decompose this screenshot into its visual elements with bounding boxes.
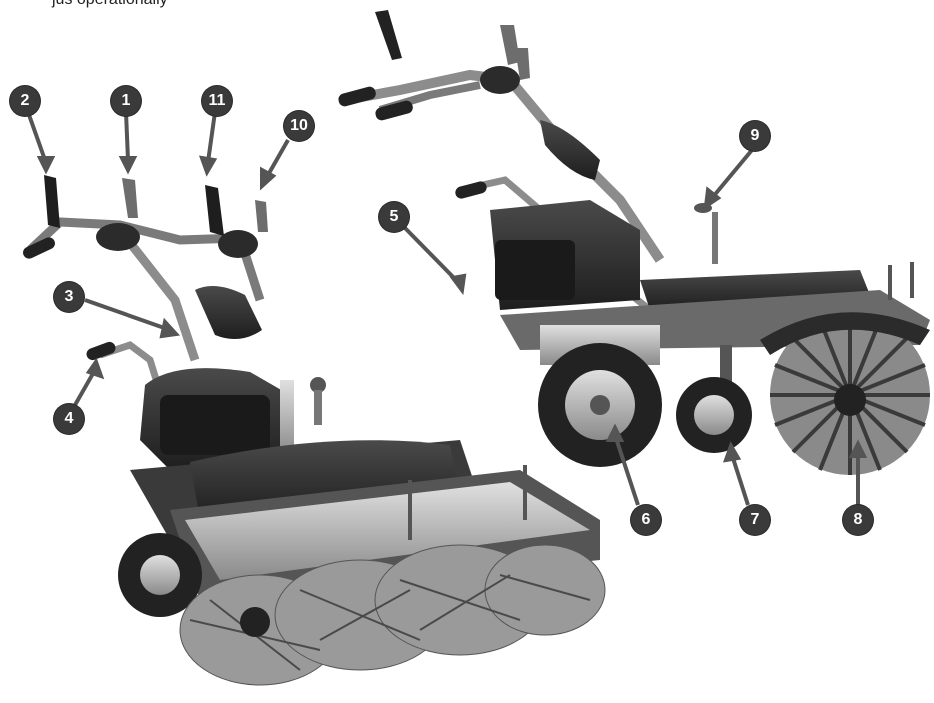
- callout-3: 3: [54, 282, 84, 312]
- callout-11: 11: [202, 86, 232, 116]
- callout-9: 9: [740, 121, 770, 151]
- right-sweeper: [337, 10, 930, 475]
- callout-1: 1: [111, 86, 141, 116]
- callout-2: 2: [10, 86, 40, 116]
- callout-6: 6: [631, 505, 661, 535]
- callout-4: 4: [54, 404, 84, 434]
- callout-10: 10: [284, 111, 314, 141]
- callout-8: 8: [843, 505, 873, 535]
- callout-5: 5: [379, 202, 409, 232]
- callout-7: 7: [740, 505, 770, 535]
